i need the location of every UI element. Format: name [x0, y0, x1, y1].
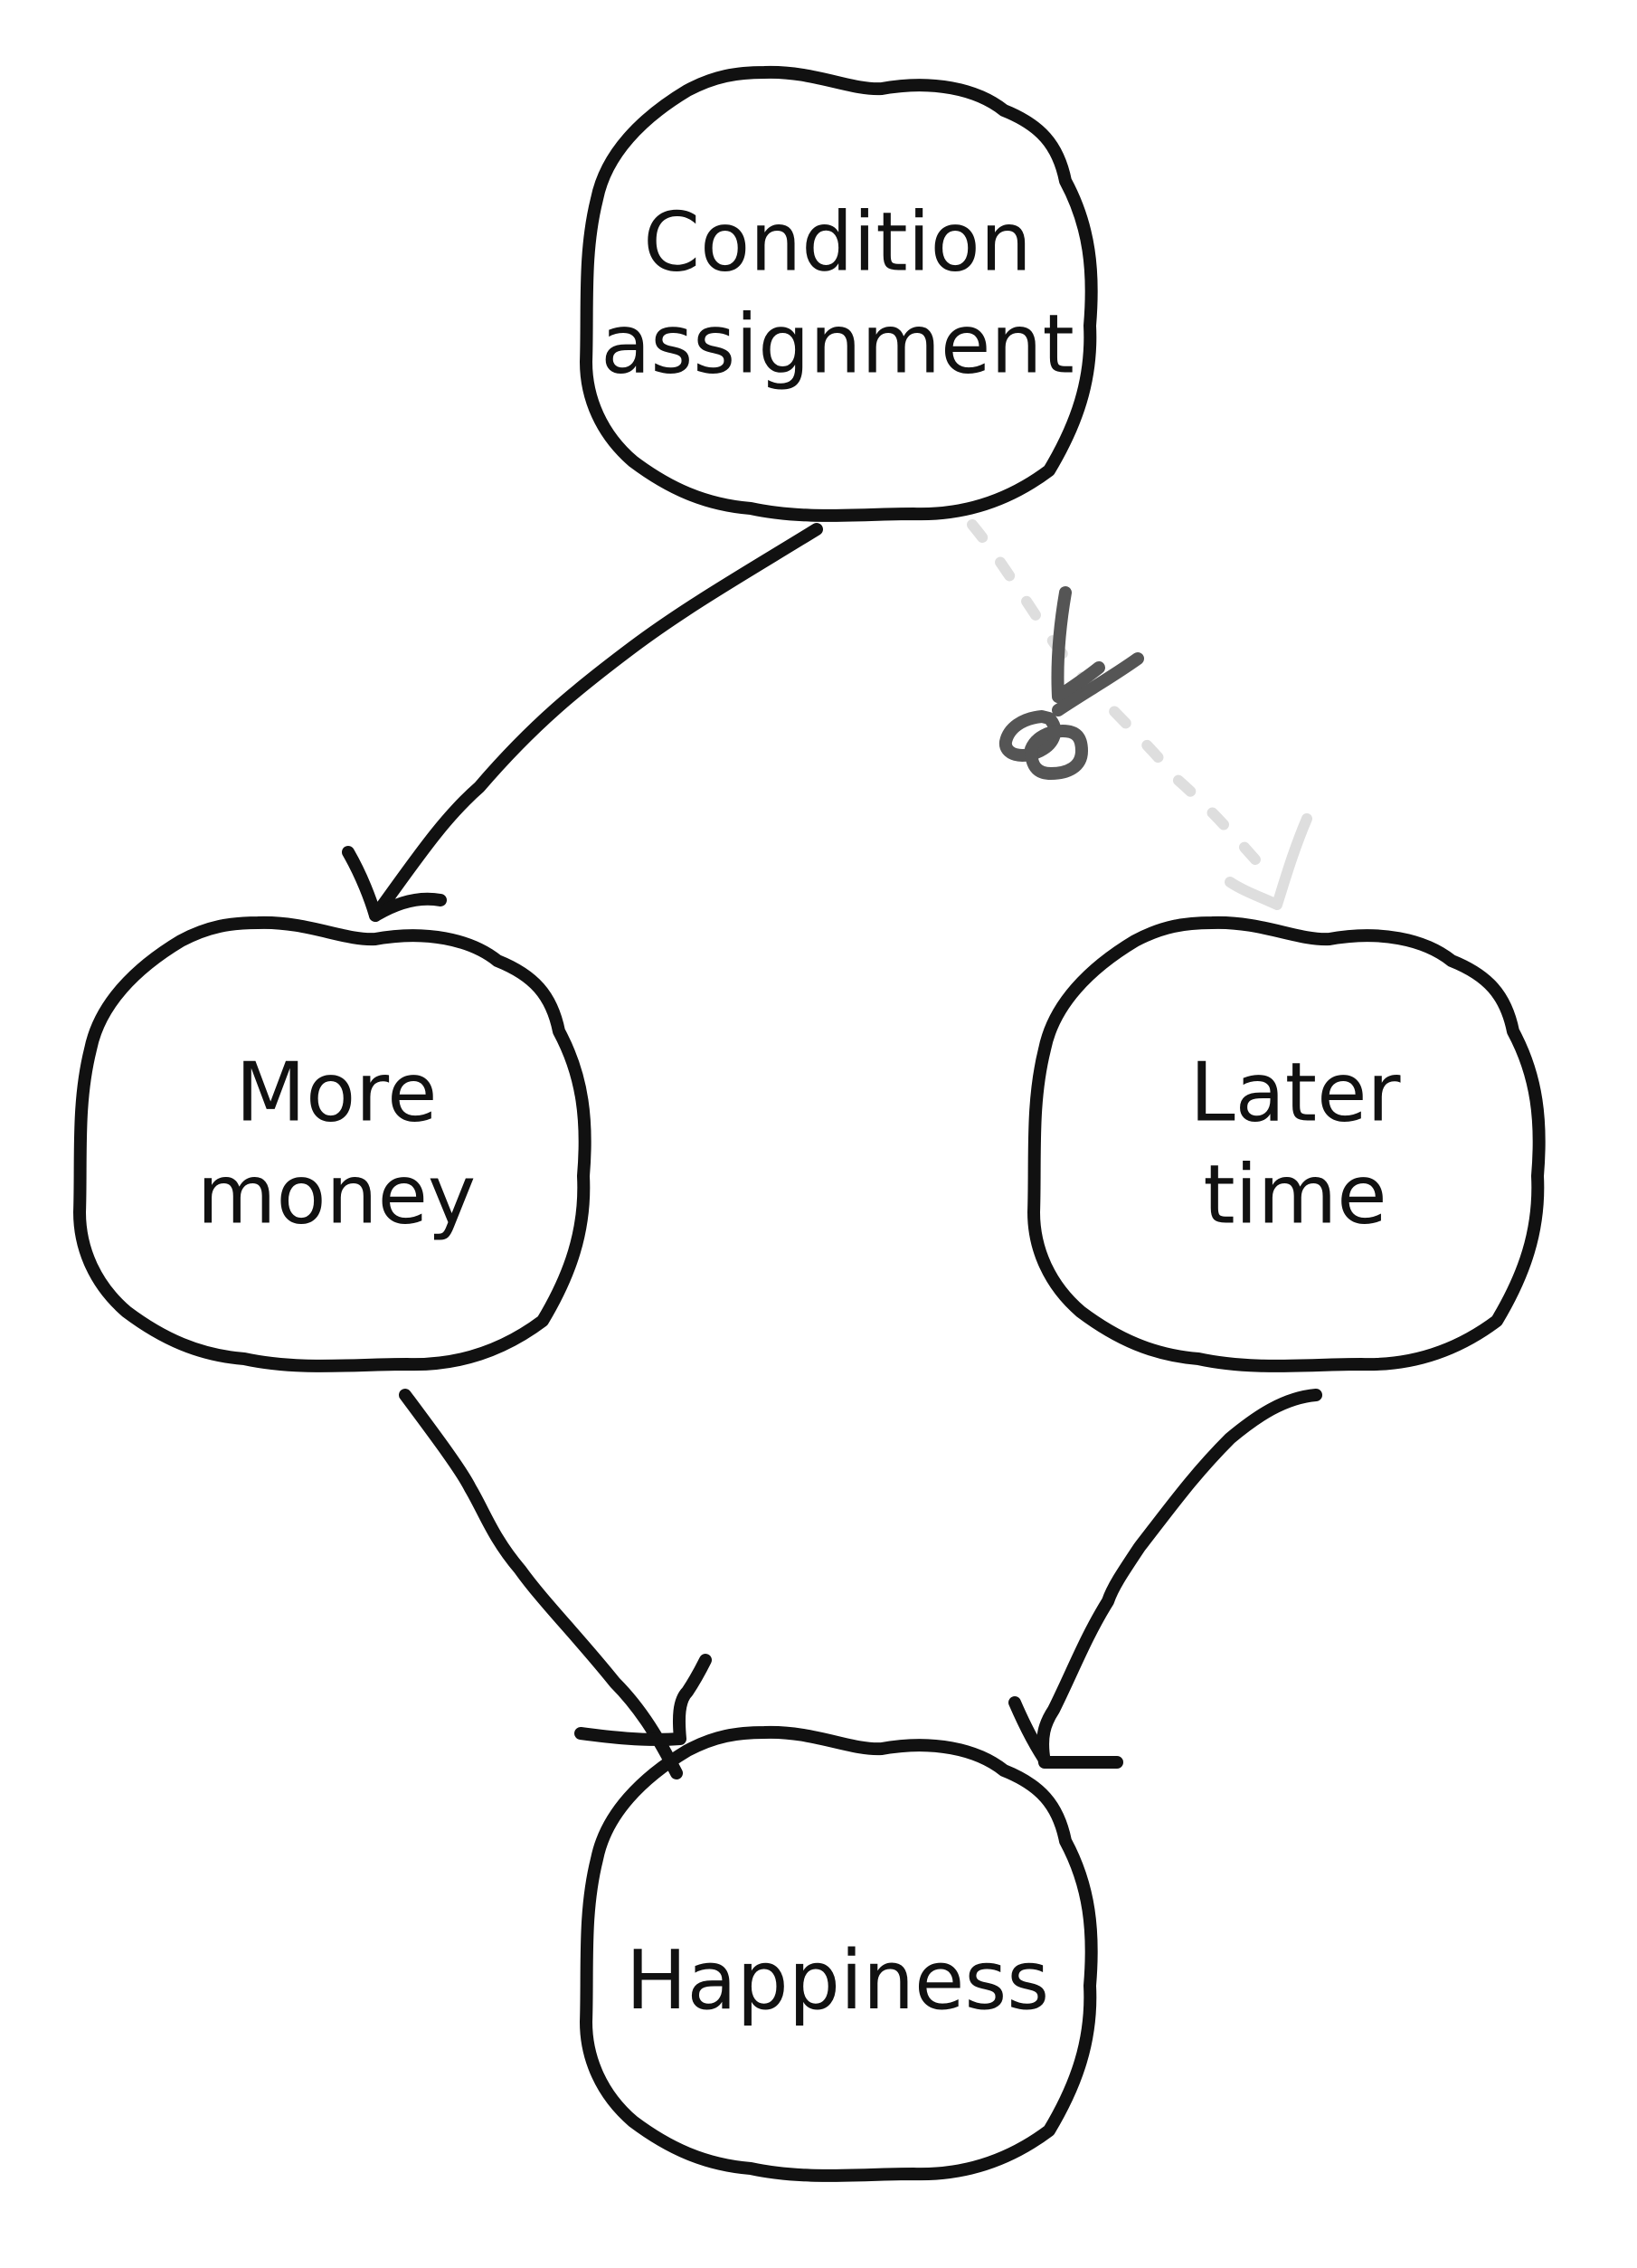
node-label-more-money: More money: [197, 1043, 476, 1247]
node-shape-later-time: [1027, 916, 1546, 1372]
node-label-line: time: [1203, 1147, 1387, 1242]
node-label-condition-assignment: Condition assignment: [601, 193, 1074, 396]
edge-money-to-happiness: [399, 1389, 683, 1779]
arrowhead-happiness-left: [574, 1654, 712, 1746]
node-label-line: Later: [1189, 1045, 1401, 1141]
node-shape-more-money: [73, 916, 591, 1372]
node-label-later-time: Later time: [1190, 1043, 1401, 1247]
edge-condition-to-money: [369, 523, 823, 922]
node-label-line: More: [235, 1045, 438, 1141]
node-label-line: money: [196, 1147, 477, 1242]
node-label-happiness: Happiness: [626, 1931, 1049, 2033]
node-label-line: assignment: [601, 297, 1074, 392]
arrowhead-later-cut: [1225, 813, 1312, 910]
edge-condition-to-later-cut: [967, 519, 1267, 872]
scissors-icon: [999, 586, 1144, 780]
node-label-line: Happiness: [625, 1932, 1050, 2028]
arrowhead-money: [342, 846, 447, 922]
edge-later-to-happiness: [1036, 1389, 1322, 1769]
node-label-line: Condition: [643, 195, 1032, 290]
node-shape-happiness: [580, 1725, 1098, 2182]
arrowhead-happiness-right: [1008, 1696, 1123, 1770]
node-shape-condition-assignment: [580, 65, 1098, 522]
